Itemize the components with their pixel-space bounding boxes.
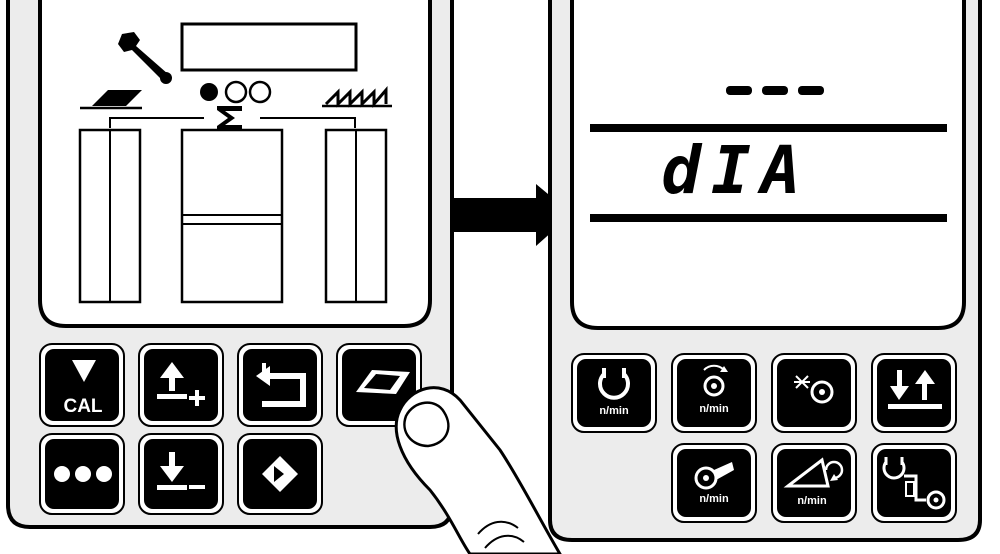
unit-label: n/min [599, 405, 629, 417]
three-dots-icon [54, 466, 112, 482]
fan-speed-button[interactable]: n/min [671, 443, 757, 523]
right-control-panel: - - - dIA n/min [548, 0, 982, 542]
mode-dots-indicator [200, 80, 272, 104]
fan-icon [694, 462, 734, 490]
sensor-gear-icon [794, 375, 834, 404]
slope-speed-icon [783, 457, 844, 488]
display-top-dashes: - - - [726, 86, 824, 95]
pressing-finger [394, 386, 562, 554]
sensor-gear-button[interactable] [771, 353, 857, 433]
gear-speed-button[interactable]: n/min [671, 353, 757, 433]
arrow-down-icon [72, 360, 96, 382]
cal-label: CAL [63, 396, 102, 417]
sigma-icon [217, 106, 242, 130]
left-bar-gauge [78, 128, 142, 304]
display-lower-rule [590, 214, 947, 222]
field-area-icon [80, 90, 142, 110]
raise-plus-button[interactable] [138, 343, 224, 427]
ground-speed-button[interactable]: n/min [771, 443, 857, 523]
area-counter-button[interactable] [336, 343, 422, 427]
settings-readout-box [180, 22, 358, 72]
center-bar-gauge [180, 128, 284, 304]
rotation-speed-button[interactable]: n/min [571, 353, 657, 433]
arrow-up-plus-icon [157, 362, 205, 406]
display-main-text: dIA [661, 132, 810, 209]
return-button[interactable] [237, 343, 323, 427]
unit-label: n/min [699, 493, 729, 505]
transition-arrow [452, 184, 572, 246]
disc-gear-link-icon [882, 457, 946, 510]
right-bar-gauge [324, 128, 388, 304]
enter-diamond-icon [262, 456, 298, 492]
seed-row-icon [322, 85, 392, 109]
left-control-panel: CAL [6, 0, 562, 554]
enter-button[interactable] [237, 433, 323, 515]
lower-raise-button[interactable] [871, 353, 957, 433]
display-upper-rule [590, 124, 947, 132]
wrench-icon [118, 32, 172, 84]
arrow-down-minus-icon [157, 452, 205, 490]
unit-label: n/min [797, 495, 827, 507]
disc-speed-icon [598, 368, 630, 400]
down-up-arrows-icon [888, 370, 942, 409]
return-arrow-icon [256, 363, 306, 407]
unit-label: n/min [699, 403, 729, 415]
lower-button[interactable] [138, 433, 224, 515]
dots-button[interactable] [39, 433, 125, 515]
gear-rotate-icon [703, 364, 728, 397]
disc-gear-link-button[interactable] [871, 443, 957, 523]
field-counter-icon [356, 370, 410, 394]
cal-down-button[interactable]: CAL [39, 343, 125, 427]
